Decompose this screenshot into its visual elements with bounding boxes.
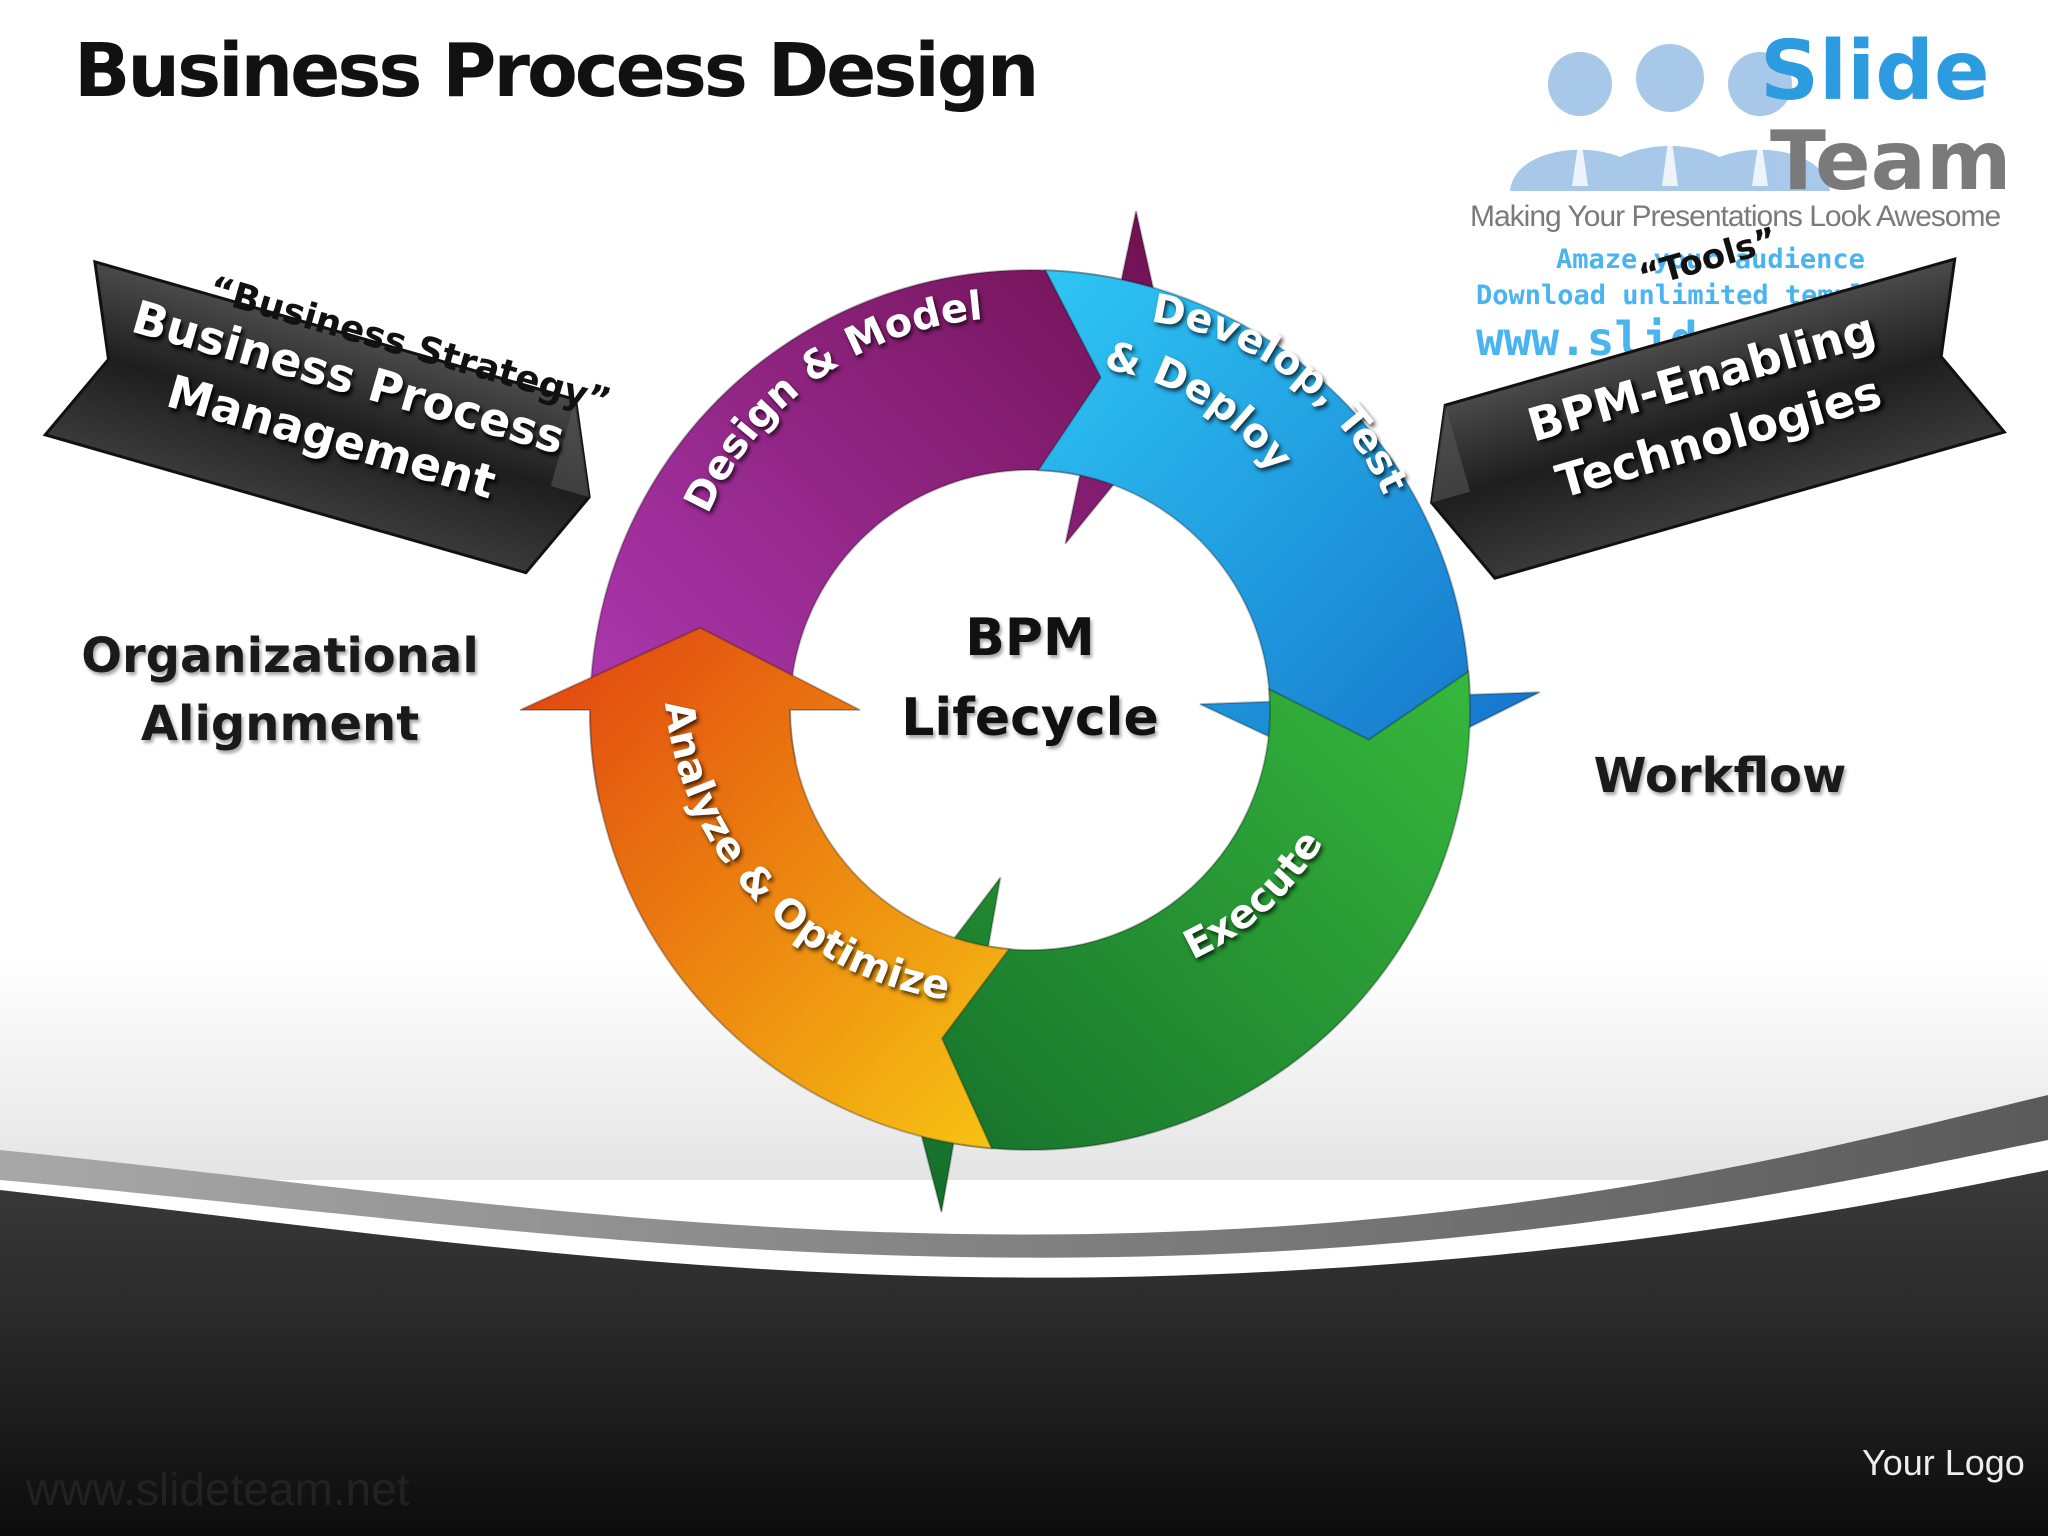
segment-label-design: Design & Model bbox=[676, 283, 985, 519]
side-label-left-line-2: Alignment bbox=[140, 696, 420, 752]
center-label-line-2: Lifecycle bbox=[901, 688, 1159, 748]
page-title: Business Process Design bbox=[74, 28, 1039, 114]
brand-line-1: Slide bbox=[1760, 24, 1990, 119]
side-label-right: Workflow bbox=[1593, 748, 1847, 804]
brand-tagline: Making Your Presentations Look Awesome bbox=[1470, 200, 2001, 233]
segment-label-execute: Execute bbox=[1176, 822, 1332, 968]
footer-url: www.slideteam.net bbox=[26, 1463, 410, 1515]
brand-line-2: Team bbox=[1770, 114, 2012, 209]
segment-analyze bbox=[519, 626, 1011, 1150]
people-icon bbox=[1510, 44, 1830, 191]
segment-execute bbox=[890, 669, 1471, 1213]
center-label-line-1: BPM bbox=[965, 608, 1095, 668]
logo-placeholder: Your Logo bbox=[1862, 1442, 2025, 1483]
side-label-left-line-1: Organizational bbox=[81, 628, 479, 684]
cycle-center-label: BPM Lifecycle bbox=[880, 598, 1180, 758]
side-label-left: Organizational Alignment bbox=[80, 622, 480, 758]
promo-line-1: Amaze your audience bbox=[1556, 244, 1865, 275]
segment-develop bbox=[1036, 269, 1541, 782]
